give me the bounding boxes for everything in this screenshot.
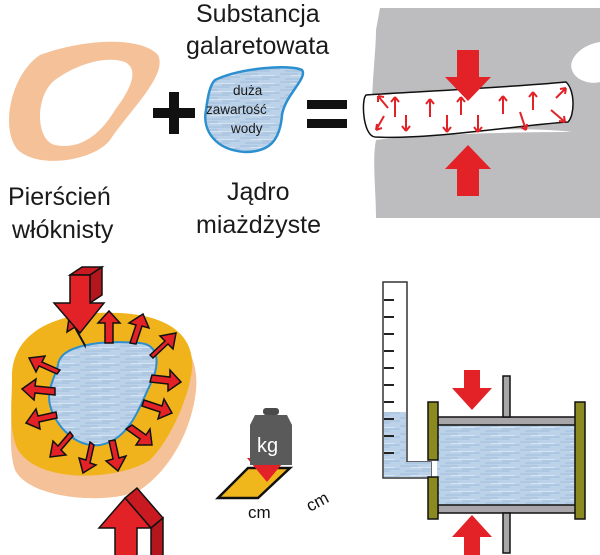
area-unit-label-2: cm (303, 488, 332, 515)
nucleus-blob (204, 65, 305, 154)
gel-label-line1: Substancja (196, 0, 320, 28)
weight-icon: kg (250, 408, 292, 465)
disc-3d-model (10, 265, 197, 555)
left-frame-lower (427, 476, 439, 520)
top-piston-rod (502, 375, 511, 418)
radial-pressure-arrows (20, 309, 183, 475)
weight-unit-label: kg (257, 435, 278, 457)
piston-arrow-down-icon (452, 370, 492, 410)
compression-arrow-3d-bottom-icon (97, 486, 165, 555)
manometer-scale (384, 299, 394, 454)
pressure-definition-icon: kg cm cm (214, 408, 332, 522)
manometer-water (384, 412, 431, 477)
water-text-line2: zawartość (206, 102, 267, 117)
area-unit-label-1: cm (248, 503, 271, 522)
cylinder-top-wall (437, 416, 581, 426)
nucleus-label-line2: miażdżyste (196, 211, 321, 239)
annulus-label-line2: włóknisty (11, 216, 114, 244)
nucleus-pulposus-shape (204, 65, 305, 154)
annulus-label-line1: Pierścień (8, 183, 111, 211)
annulus-ring (9, 41, 160, 161)
left-frame-upper (427, 401, 439, 461)
piston-arrow-up-icon (452, 515, 492, 555)
hydraulic-model (382, 281, 586, 555)
water-text-line1: duża (233, 83, 263, 98)
bottom-piston-rod (502, 512, 511, 554)
gel-label-line2: galaretowata (186, 32, 329, 60)
cylinder-bottom-wall (437, 504, 581, 514)
spine-segment (362, 8, 600, 218)
water-text-line3: wody (230, 121, 263, 136)
compression-arrow-down-icon (445, 50, 491, 101)
equals-sign-icon (307, 100, 347, 128)
lower-vertebra (374, 132, 600, 218)
area-plate (214, 466, 294, 500)
right-frame (574, 401, 586, 520)
plus-sign-icon (153, 92, 195, 134)
compression-arrow-3d-top-icon (52, 265, 106, 335)
nucleus-label-line1: Jądro (227, 178, 290, 206)
disc-pressure-arrows (375, 87, 567, 133)
cylinder-water (437, 423, 580, 510)
annulus-fibrosus-shape (9, 41, 160, 161)
compression-arrow-up-icon (445, 145, 491, 196)
